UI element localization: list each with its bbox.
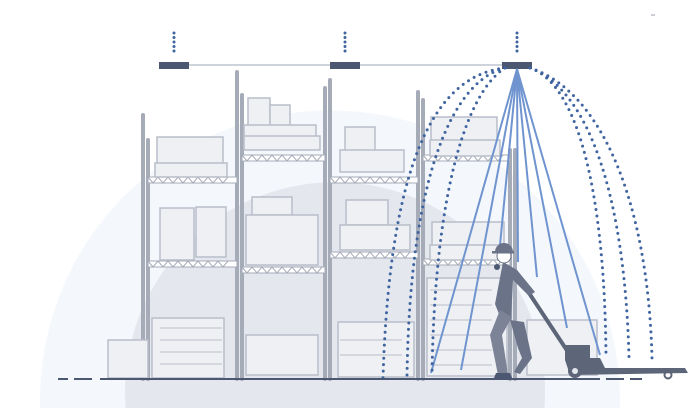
shelf-beam [241, 266, 326, 274]
storage-box [243, 135, 321, 151]
shelf-truss [241, 154, 323, 162]
stored-boxes [107, 97, 598, 379]
storage-box [195, 206, 227, 258]
storage-box [337, 321, 415, 378]
shelf-truss [241, 266, 323, 274]
coverage-arc [405, 66, 507, 378]
shelf-beam [241, 154, 326, 162]
coverage-arc [528, 66, 654, 360]
coverage-arc [430, 66, 507, 376]
storage-box [156, 136, 224, 166]
storage-box [245, 214, 319, 266]
storage-box [429, 139, 501, 157]
sensor-beam [430, 68, 518, 374]
storage-box [245, 334, 319, 376]
shelf-beam [329, 176, 419, 184]
storage-box [159, 207, 195, 261]
ceiling-sensors [159, 31, 532, 69]
sensor-beam [516, 68, 601, 356]
shelf-beam [329, 251, 419, 259]
storage-box [151, 317, 225, 379]
sensor-beam [516, 68, 519, 263]
sensor-coverage-arcs [381, 66, 654, 380]
sensor-beams [430, 68, 601, 374]
shelf-truss [329, 176, 411, 184]
shelf-truss [147, 260, 229, 268]
coverage-arc [381, 66, 507, 380]
storage-box [345, 199, 389, 226]
sensor-beam [460, 68, 518, 371]
sensor-beam [516, 68, 568, 329]
coverage-arc [528, 66, 631, 360]
ceiling-sensor-icon [159, 62, 189, 69]
storage-box [339, 149, 405, 173]
sensor-beam [516, 68, 538, 278]
shelf-truss [329, 251, 411, 259]
worker-figure [490, 243, 535, 378]
pallet-jack-icon [525, 288, 688, 380]
shelving-unit [141, 70, 517, 381]
ceiling-sensor-icon [330, 62, 360, 69]
storage-box [107, 339, 149, 379]
storage-box [154, 162, 228, 178]
sensor-beam [499, 68, 518, 246]
storage-box [251, 196, 293, 216]
ceiling-sensor-icon [502, 62, 532, 69]
storage-box [339, 224, 411, 251]
